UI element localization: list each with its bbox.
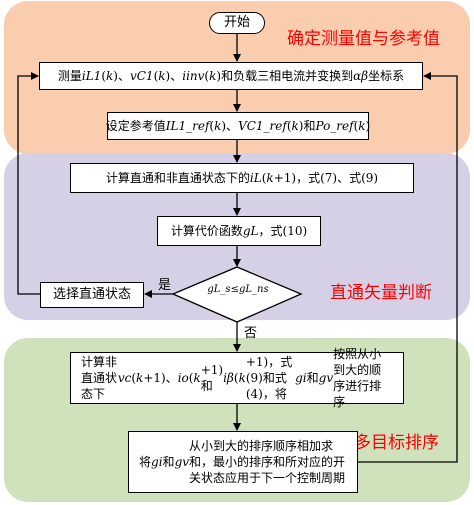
decision-condition: gL_s≤gL_ns [207, 284, 269, 295]
edge-label-no: 否 [244, 326, 258, 341]
select-shoot-through-step: 选择直通状态 [40, 282, 144, 308]
arrow-sort-loop-back [358, 72, 458, 463]
edge-label-yes: 是 [158, 278, 172, 293]
stage-label-bottom: 多目标排序 [354, 433, 439, 453]
stage-label-mid: 直通矢量判断 [330, 283, 432, 303]
arrow-select-loop-back [17, 72, 40, 295]
start-node: 开始 [209, 12, 265, 34]
stage-label-top: 确定测量值与参考值 [287, 29, 440, 49]
